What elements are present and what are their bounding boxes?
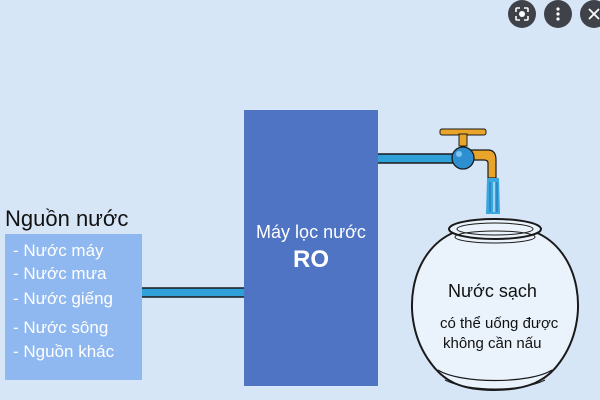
filter-type-label: RO [293, 246, 329, 273]
source-item: - Nước máy [13, 241, 104, 260]
source-item: - Nguồn khác [13, 342, 115, 361]
more-vertical-icon [556, 7, 560, 21]
close-icon [588, 8, 600, 20]
more-options-button[interactable] [544, 0, 572, 28]
filter-label: Máy lọc nước [256, 222, 366, 242]
source-item: - Nước sông [13, 318, 109, 337]
output-title: Nước sạch [448, 281, 537, 301]
close-button[interactable] [580, 0, 600, 28]
water-jar [411, 218, 579, 392]
source-item: - Nước mưa [13, 264, 107, 283]
output-note: có thể uống được [440, 315, 559, 332]
inlet-pipe [142, 287, 246, 298]
lens-icon [515, 7, 529, 21]
outlet-pipe [378, 153, 456, 164]
source-list: - Nước máy - Nước mưa - Nước giếng - Nướ… [5, 234, 142, 380]
source-title: Nguồn nước [5, 206, 129, 231]
water-stream [486, 178, 500, 214]
ro-filter-box [244, 110, 378, 386]
lens-button[interactable] [508, 0, 536, 28]
output-note: không cần nấu [443, 335, 542, 352]
source-item: - Nước giếng [13, 289, 114, 308]
